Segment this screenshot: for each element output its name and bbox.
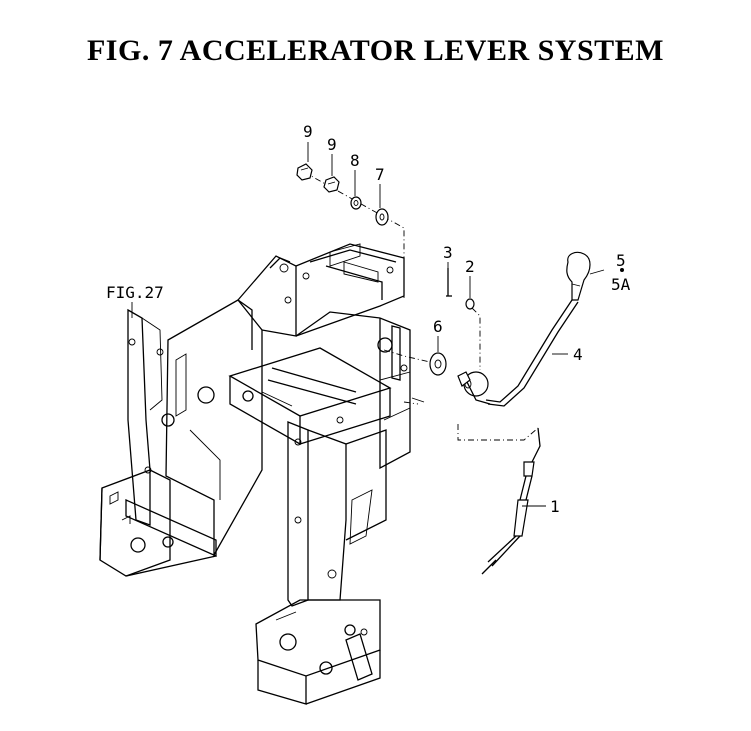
callout-5: 5 [616,251,626,270]
throttle-cable [481,427,541,575]
part-callouts: 9 9 8 7 3 2 6 4 5 5A 1 FIG.27 [106,122,631,516]
callout-3: 3 [443,243,453,262]
callout-5A: 5A [611,275,631,294]
callout-9-upper: 9 [303,122,313,141]
callout-6: 6 [433,317,443,336]
callout-1: 1 [550,497,560,516]
left-side-frame [99,308,217,577]
main-pedestal-frame [161,243,411,705]
figure-reference-label: FIG.27 [106,283,164,302]
fastener-stack [296,163,405,298]
callout-4: 4 [573,345,583,364]
leader-lines [131,142,605,507]
pin-assembly [383,268,481,405]
figure-title: FIG. 7 ACCELERATOR LEVER SYSTEM [86,34,664,67]
callout-7: 7 [375,165,385,184]
callout-2: 2 [465,257,475,276]
accelerator-lever [457,251,624,441]
callout-9-lower: 9 [327,135,337,154]
callout-8: 8 [350,151,360,170]
